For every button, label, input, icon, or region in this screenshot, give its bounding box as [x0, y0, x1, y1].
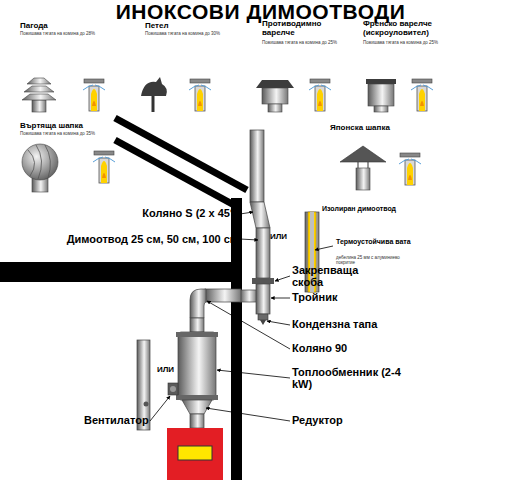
anti-smoke-barrel	[256, 80, 294, 88]
anti-smoke-barrel	[268, 104, 282, 112]
product-note: Повишава тягата на комина до 28%	[20, 32, 95, 37]
house-structure	[0, 118, 247, 480]
draft-scheme	[83, 79, 105, 111]
part-label: Вентилатор	[84, 414, 149, 426]
chimney-pipe	[260, 320, 266, 325]
heating-system	[190, 318, 204, 332]
chimney-pipe	[240, 130, 274, 325]
heating-system	[182, 400, 212, 414]
heating-system	[176, 332, 218, 337]
heating-system	[176, 395, 218, 400]
leader-line	[150, 396, 170, 421]
heating-system	[178, 332, 216, 400]
pagoda-cap	[27, 78, 51, 84]
pagoda-cap	[22, 94, 56, 100]
part-label: Димоотвод 25 см, 50 см, 100 см	[20, 233, 238, 245]
part-label: Закрепваща скоба	[292, 264, 372, 288]
pagoda-cap	[32, 100, 46, 112]
japanese-cap	[340, 146, 386, 190]
french-barrel	[366, 79, 396, 84]
japanese-cap	[340, 146, 386, 162]
rooster-cap	[141, 77, 167, 112]
heating-system	[205, 289, 241, 302]
product-note: Повишава тягата на комина до 25%	[262, 41, 337, 46]
draft-scheme	[399, 153, 421, 185]
product-name: Френско варелче (искроуловител)	[363, 20, 448, 38]
part-label: Коляно 90	[292, 342, 347, 354]
part-label: Редуктор	[292, 414, 343, 426]
leader-line	[206, 408, 290, 421]
product-note: Повишава тягата на комина до 25%	[363, 41, 438, 46]
leader-line	[315, 246, 333, 250]
house-structure	[0, 262, 242, 282]
draft-scheme	[93, 151, 115, 183]
rotating-cap	[22, 144, 58, 192]
leader-line	[207, 301, 290, 349]
product-name: Пагода	[20, 22, 48, 31]
chimney-pipe	[252, 278, 274, 284]
leader-line	[267, 321, 290, 325]
heating-system	[178, 446, 212, 460]
rotating-cap	[22, 144, 58, 180]
heating-system	[167, 428, 223, 480]
chimney-pipe	[250, 202, 270, 228]
product-note: Повишава тягата на комина до 30%	[145, 32, 220, 37]
chimney-pipe	[256, 228, 270, 278]
draft-scheme	[309, 79, 331, 111]
draft-scheme	[189, 79, 211, 111]
pagoda-cap	[22, 78, 56, 112]
french-barrel	[366, 79, 396, 112]
part-label: Топлообменник (2-4 kW)	[292, 366, 402, 390]
french-barrel	[374, 106, 388, 112]
anti-smoke-barrel	[262, 88, 288, 104]
product-name: Въртяща шапка	[20, 122, 83, 131]
japanese-cap	[356, 168, 370, 190]
leader-line	[275, 276, 290, 281]
rooster-cap	[152, 94, 155, 112]
anti-smoke-barrel	[256, 80, 294, 112]
heating-system	[168, 383, 178, 395]
rotating-cap	[28, 145, 50, 179]
japanese-cap	[358, 162, 359, 168]
leader-line	[271, 298, 290, 299]
heating-system	[190, 414, 204, 428]
rooster-cap	[141, 77, 167, 96]
or-note: ИЛИ	[157, 366, 174, 375]
heating-system	[167, 289, 241, 480]
part-label: Изолиран димоотвод	[322, 205, 396, 213]
chimney-pipe	[250, 130, 264, 202]
french-barrel	[368, 84, 394, 106]
product-name: Противодимно варелче	[262, 20, 330, 38]
or-note: ИЛИ	[270, 233, 287, 242]
leader-line	[217, 370, 290, 378]
part-label: Кондензна тапа	[292, 318, 377, 330]
product-name: Японска шапка	[330, 124, 390, 133]
heating-system	[170, 386, 176, 392]
part-label: Тройник	[292, 291, 337, 303]
draft-scheme	[411, 79, 433, 111]
chimney-pipe	[258, 314, 268, 320]
chimney-pipe	[240, 290, 257, 302]
product-note: Повишава тягата на комина до 35%	[20, 132, 95, 137]
chimney-pipe	[256, 284, 270, 314]
heating-system	[190, 289, 206, 318]
pagoda-cap	[24, 86, 54, 92]
page-title: ИНОКСОВИ ДИМООТВОДИ	[0, 0, 521, 23]
product-name: Петел	[145, 22, 169, 31]
leader-line	[240, 239, 258, 240]
japanese-cap	[368, 162, 369, 168]
part-label: Коляно S (2 x 45°)	[20, 207, 238, 219]
house-structure	[115, 140, 234, 205]
leader-line	[240, 212, 253, 214]
part-label: Термоустойчива вата	[336, 238, 411, 246]
alternate-pipe	[144, 402, 149, 407]
